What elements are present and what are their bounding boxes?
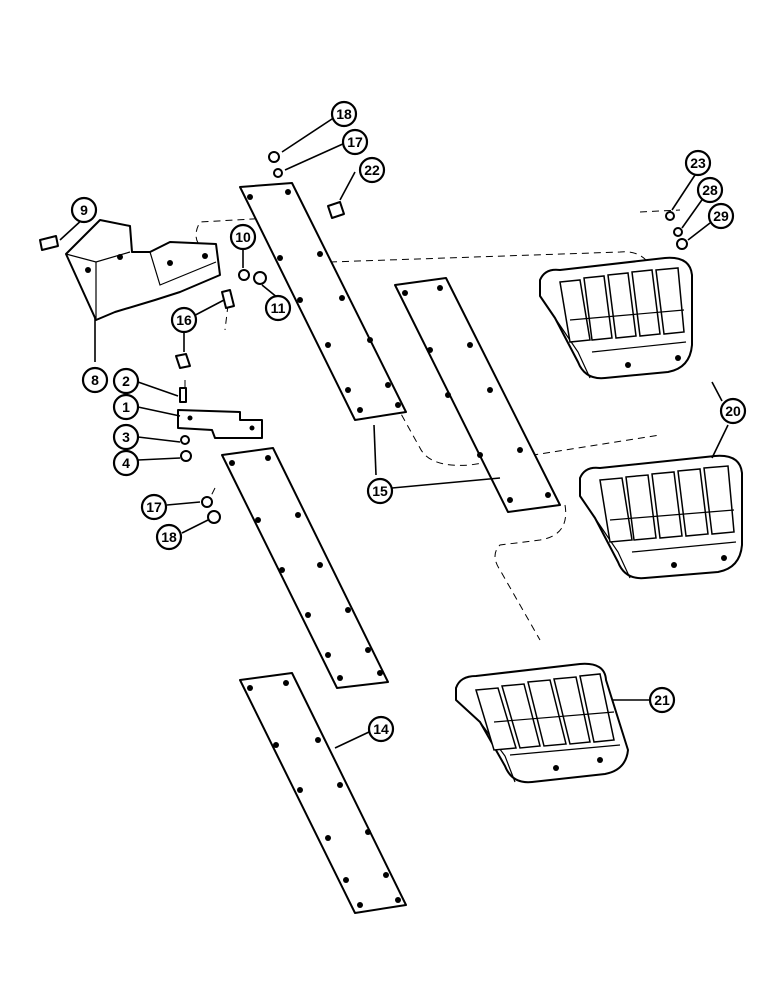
callout-18: 18 (330, 100, 358, 128)
callout-3: 3 (112, 423, 140, 451)
svg-text:17: 17 (146, 499, 162, 515)
panel-part-14-upper (221, 447, 389, 689)
svg-text:8: 8 (91, 372, 99, 388)
svg-text:9: 9 (80, 202, 88, 218)
callout-29: 29 (707, 202, 735, 230)
bracket-part-8 (65, 219, 221, 321)
callout-28: 28 (696, 176, 724, 204)
svg-text:3: 3 (122, 429, 130, 445)
svg-text:21: 21 (654, 692, 670, 708)
panel-part-15-right (394, 277, 561, 513)
panel-part-14-lower (239, 672, 407, 914)
svg-text:1: 1 (122, 399, 130, 415)
svg-text:10: 10 (235, 229, 251, 245)
svg-text:22: 22 (364, 162, 380, 178)
svg-text:4: 4 (122, 455, 130, 471)
svg-text:28: 28 (702, 182, 718, 198)
callout-11: 11 (264, 294, 292, 322)
svg-text:2: 2 (122, 373, 130, 389)
callout-9: 9 (70, 196, 98, 224)
callout-8: 8 (81, 366, 109, 394)
svg-text:18: 18 (336, 106, 352, 122)
callout-1: 1 (112, 393, 140, 421)
svg-text:20: 20 (725, 403, 741, 419)
panel-part-15-left (239, 182, 407, 421)
callout-16: 16 (170, 306, 198, 334)
svg-text:17: 17 (347, 134, 363, 150)
svg-text:15: 15 (372, 483, 388, 499)
callouts: 18 17 22 9 10 11 16 8 2 1 3 4 17 18 15 1… (70, 100, 747, 743)
callout-2: 2 (112, 367, 140, 395)
callout-22: 22 (358, 156, 386, 184)
fasteners (39, 151, 688, 524)
svg-text:11: 11 (271, 300, 286, 316)
callout-4: 4 (112, 449, 140, 477)
callout-17: 17 (140, 493, 168, 521)
callout-15: 15 (366, 477, 394, 505)
callout-23: 23 (684, 149, 712, 177)
step-grate-part-21 (455, 662, 629, 784)
leader-lines (59, 116, 729, 749)
bracket-part-1 (177, 409, 263, 439)
svg-text:14: 14 (373, 721, 389, 737)
callout-21: 21 (648, 686, 676, 714)
svg-text:18: 18 (161, 529, 177, 545)
svg-text:23: 23 (690, 155, 706, 171)
step-grate-part-20-lower (579, 454, 743, 580)
step-grate-part-20-upper (539, 256, 693, 380)
svg-text:16: 16 (176, 312, 192, 328)
callout-20: 20 (719, 397, 747, 425)
callout-18: 18 (155, 523, 183, 551)
callout-14: 14 (367, 715, 395, 743)
svg-text:29: 29 (713, 208, 729, 224)
callout-10: 10 (229, 223, 257, 251)
callout-17: 17 (341, 128, 369, 156)
